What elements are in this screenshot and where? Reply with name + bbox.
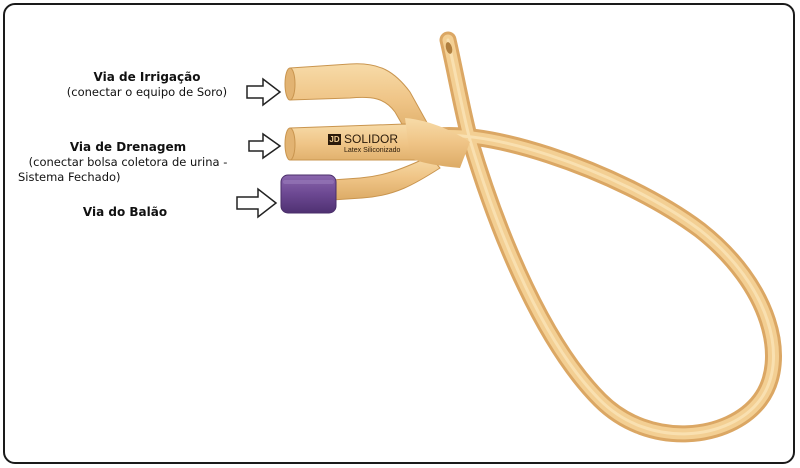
irrigation-title: Via de Irrigação: [52, 70, 242, 85]
brand-material: Latex Siliconizado: [344, 146, 400, 155]
arrow-right-outline-icon: [249, 134, 280, 158]
balloon-port-tube: [332, 156, 440, 200]
balloon-label: Via do Balão: [70, 205, 180, 220]
brand-name: SOLIDOR: [344, 132, 398, 146]
balloon-title: Via do Balão: [70, 205, 180, 220]
drainage-subtitle-line1: (conectar bolsa coletora de urina -: [6, 155, 250, 170]
drainage-label: Via de Drenagem (conectar bolsa coletora…: [6, 140, 250, 185]
brand-logo-mark: JD: [328, 134, 341, 145]
irrigation-subtitle: (conectar o equipo de Soro): [52, 85, 242, 100]
irrigation-label: Via de Irrigação (conectar o equipo de S…: [52, 70, 242, 100]
drainage-title: Via de Drenagem: [6, 140, 250, 155]
drainage-subtitle-line2: Sistema Fechado): [6, 170, 250, 185]
arrow-right-outline-icon: [247, 79, 280, 105]
catheter-loop: [420, 40, 774, 434]
arrow-right-outline-icon: [237, 189, 276, 217]
